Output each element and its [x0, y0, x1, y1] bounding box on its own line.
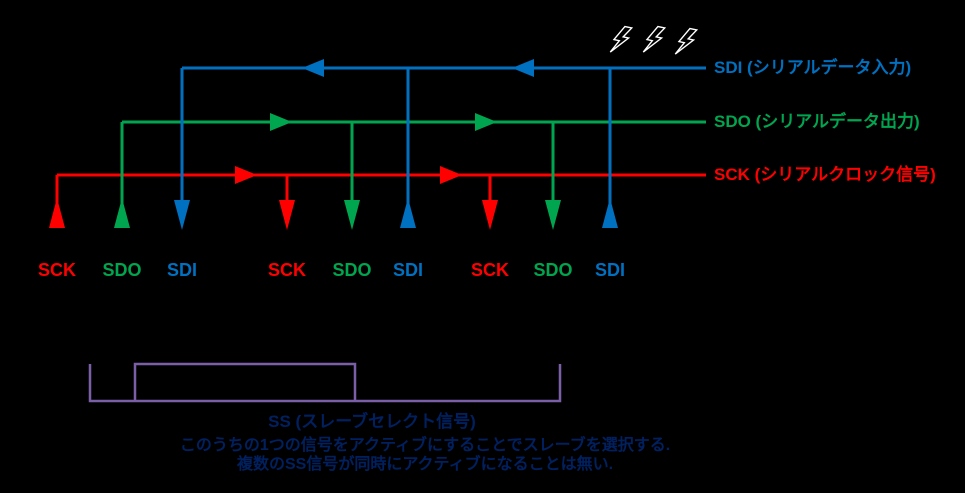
device3-pin-label-sdo: SDO [533, 260, 573, 280]
sck-bus-arrow-icon [440, 166, 462, 184]
device3-pin-label-sck: SCK [470, 260, 509, 280]
lightning-icon [642, 25, 667, 53]
sdo-bus-arrow-icon [475, 113, 497, 131]
ss-title: SS (スレーブセレクト信号) [268, 412, 476, 431]
device1-sdo-arrow-icon [114, 198, 130, 228]
ss-description-line1: このうちの1つの信号をアクティブにすることでスレーブを選択する. [179, 437, 671, 454]
device3-sdo-arrow-icon [545, 200, 561, 230]
sdi-bus-arrow-icon [512, 59, 534, 77]
device1-sdi-arrow-icon [174, 200, 190, 230]
device2-sdo-arrow-icon [344, 200, 360, 230]
device2-pin-label-sck: SCK [267, 260, 306, 280]
sdi-bus-label: SDI (シリアルデータ入力) [714, 58, 912, 77]
device2-sck-arrow-icon [279, 200, 295, 230]
sck-bus-label: SCK (シリアルクロック信号) [714, 165, 936, 184]
ss-bracket-inner [133, 362, 357, 401]
device2-pin-label-sdi: SDI [392, 260, 423, 280]
sdo-bus-label: SDO (シリアルデータ出力) [714, 112, 920, 131]
device1-pin-label-sdi: SDI [166, 260, 197, 280]
device1-pin-label-sck: SCK [37, 260, 76, 280]
lightning-icon [609, 25, 634, 53]
device2-sdi-arrow-icon [400, 198, 416, 228]
device3-sdi-arrow-icon [602, 198, 618, 228]
ss-bracket-outer [88, 364, 562, 403]
device3-sck-arrow-icon [482, 200, 498, 230]
device1-sck-arrow-icon [49, 198, 65, 228]
device3-pin-label-sdi: SDI [594, 260, 625, 280]
sdo-bus-arrow-icon [270, 113, 292, 131]
sdi-bus-arrow-icon [302, 59, 324, 77]
sck-bus-arrow-icon [235, 166, 257, 184]
device2-pin-label-sdo: SDO [332, 260, 372, 280]
device1-pin-label-sdo: SDO [102, 260, 142, 280]
lightning-icon [674, 27, 699, 55]
ss-description-line2: 複数のSS信号が同時にアクティブになることは無い. [236, 456, 614, 473]
